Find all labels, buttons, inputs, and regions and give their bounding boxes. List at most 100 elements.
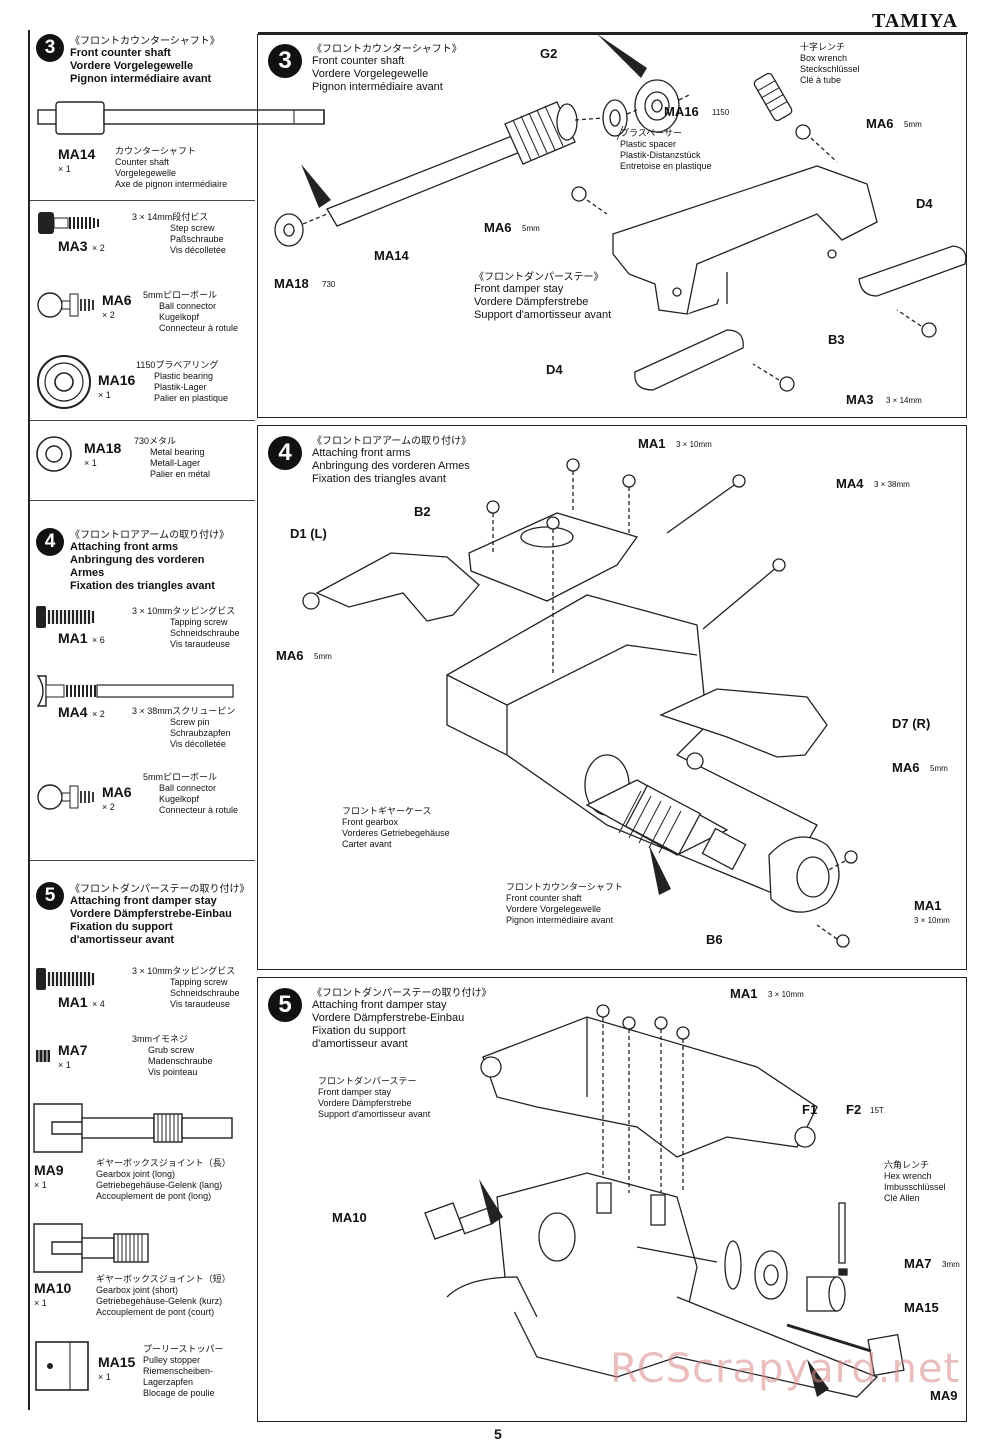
part-qty: × 6 xyxy=(92,635,105,645)
desc-jp: 《フロントダンパーステー》 xyxy=(474,272,604,283)
step-title-fr: Fixation des triangles avant xyxy=(70,580,215,592)
divider xyxy=(30,500,255,501)
desc-fr: Palier en plastique xyxy=(154,393,229,403)
label-d4: D4 xyxy=(546,362,563,377)
front-gearbox-label: フロントギヤーケース Front gearbox Vorderes Getrie… xyxy=(342,806,450,850)
desc-de: Schneidschraube xyxy=(170,628,240,638)
part-ma3: MA3 × 2 xyxy=(58,238,105,256)
label-ma7-size: 3mm xyxy=(942,1260,960,1269)
label-ma4-size: 3 × 38mm xyxy=(874,480,910,489)
desc-de: Metall-Lager xyxy=(150,458,201,468)
part-ma6-desc: 5mmピローボール Ball connector Kugelkopf Conne… xyxy=(143,772,238,816)
label-ma6-size: 5mm xyxy=(314,652,332,661)
desc-jp: 5mmピローボール xyxy=(143,290,217,300)
desc-fr: Vis taraudeuse xyxy=(170,639,230,649)
desc-fr: Clé Allen xyxy=(884,1193,920,1203)
left-column-rule xyxy=(28,30,30,1410)
label-ma4: MA4 xyxy=(836,476,864,491)
step-title-en: Attaching front arms xyxy=(70,541,179,553)
desc-en: Ball connector xyxy=(159,783,217,793)
page-number: 5 xyxy=(494,1426,502,1442)
title-jp: 《フロントダンパーステーの取り付け》 xyxy=(312,988,492,999)
label-ma6-size: 5mm xyxy=(930,764,948,773)
title-en: Attaching front damper stay xyxy=(312,999,447,1011)
step-number-badge: 4 xyxy=(36,528,64,556)
title-jp: 《フロントロアアームの取り付け》 xyxy=(312,436,472,447)
label-ma18: MA18 xyxy=(274,276,309,291)
label-ma15: MA15 xyxy=(904,1300,939,1315)
part-ma7: MA7 × 1 xyxy=(58,1042,88,1070)
desc-en: Counter shaft xyxy=(115,157,170,167)
part-qty: × 1 xyxy=(58,1060,71,1070)
desc-jp: プラスペーサー xyxy=(620,128,683,138)
desc-fr: Carter avant xyxy=(342,839,392,849)
desc-de: Plastik-Distanzstück xyxy=(620,150,701,160)
desc-jp: 六角レンチ xyxy=(884,1160,930,1170)
label-ma18-size: 730 xyxy=(322,280,336,289)
part-ma1: MA1 × 4 xyxy=(58,994,105,1012)
part-code: MA6 xyxy=(102,292,132,308)
part-code: MA10 xyxy=(34,1280,72,1296)
part-ma16-desc: 1150プラベアリング Plastic bearing Plastik-Lage… xyxy=(136,360,228,404)
desc-en: Tapping screw xyxy=(170,617,228,627)
part-ma9: MA9 × 1 xyxy=(34,1162,64,1190)
desc-fr: Blocage de poulie xyxy=(143,1388,215,1398)
tapping-screw-icon xyxy=(36,606,95,628)
label-f2: F2 xyxy=(846,1102,862,1117)
step-title-fr: Fixation du support xyxy=(70,921,173,933)
label-ma16: MA16 xyxy=(664,104,699,119)
panel3-title: 《フロントカウンターシャフト》 Front counter shaft Vord… xyxy=(312,40,462,94)
step5-panel xyxy=(257,977,967,1422)
label-ma14: MA14 xyxy=(374,248,409,263)
desc-jp: フロントカウンターシャフト xyxy=(506,882,623,892)
panel5-title: 《フロントダンパーステーの取り付け》 Attaching front dampe… xyxy=(312,984,492,1051)
grub-screw-icon xyxy=(36,1050,50,1062)
desc-jp: 730メタル xyxy=(134,436,177,446)
desc-jp: 3mmイモネジ xyxy=(132,1034,188,1044)
divider xyxy=(30,860,255,861)
desc-de: Getriebegehäuse-Gelenk (kurz) xyxy=(96,1296,223,1306)
title-fr: Pignon intermédiaire avant xyxy=(312,81,443,93)
title-de: Vordere Dämpferstrebe-Einbau xyxy=(312,1012,465,1024)
part-ma4: MA4 × 2 xyxy=(58,704,105,722)
label-ma1-size: 3 × 10mm xyxy=(768,990,804,999)
step4-title-block: 《フロントロアアームの取り付け》 Attaching front arms An… xyxy=(70,526,250,593)
desc-fr: Pignon intermédiaire avant xyxy=(506,915,614,925)
label-ma10: MA10 xyxy=(332,1210,367,1225)
label-b2: B2 xyxy=(414,504,431,519)
part-code: MA4 xyxy=(58,704,88,720)
step-title-en: Front counter shaft xyxy=(70,47,171,59)
label-f1: F1 xyxy=(802,1102,818,1117)
desc-de: Kugelkopf xyxy=(159,794,200,804)
title-fr: Fixation des triangles avant xyxy=(312,473,446,485)
label-ma6: MA6 xyxy=(866,116,894,131)
desc-de: Plastik-Lager xyxy=(154,382,207,392)
desc-de: Vordere Dämpferstrebe xyxy=(474,296,589,308)
part-ma10-desc: ギヤーボックスジョイント（短） Gearbox joint (short) Ge… xyxy=(96,1274,231,1318)
part-code: MA7 xyxy=(58,1042,88,1058)
pulley-stopper-icon xyxy=(35,1341,89,1391)
part-ma14: MA14 × 1 xyxy=(58,146,95,174)
step-title-fr2: d'amortisseur avant xyxy=(70,934,175,946)
part-qty: × 1 xyxy=(34,1298,47,1308)
desc-en: Gearbox joint (long) xyxy=(96,1169,176,1179)
title-de: Anbringung des vorderen Armes xyxy=(312,460,470,472)
step-number-badge: 4 xyxy=(268,436,302,470)
desc-en: Tapping screw xyxy=(170,977,228,987)
part-ma15-desc: プーリーストッパー Pulley stopper Riemenscheiben-… xyxy=(143,1344,224,1399)
part-code: MA18 xyxy=(84,440,122,456)
step-title-en: Attaching front damper stay xyxy=(70,895,217,907)
part-ma3-desc: 3 × 14mm段付ビス Step screw Paßschraube Vis … xyxy=(132,212,226,256)
desc-jp: 3 × 10mmタッピングビス xyxy=(132,966,236,976)
desc-en: Box wrench xyxy=(800,53,848,63)
title-de: Vordere Vorgelegewelle xyxy=(312,68,429,80)
part-ma16: MA16 × 1 xyxy=(98,372,135,400)
label-ma1-size: 3 × 10mm xyxy=(676,440,712,449)
brand-logo: TAMIYA xyxy=(872,10,959,32)
label-ma3-size: 3 × 14mm xyxy=(886,396,922,405)
desc-de: Vordere Vorgelegewelle xyxy=(506,904,602,914)
part-ma6: MA6 × 2 xyxy=(102,784,132,812)
desc-jp: フロントギヤーケース xyxy=(342,806,432,816)
part-code: MA9 xyxy=(34,1162,64,1178)
step3-title-block: 《フロントカウンターシャフト》 Front counter shaft Vord… xyxy=(70,32,220,86)
